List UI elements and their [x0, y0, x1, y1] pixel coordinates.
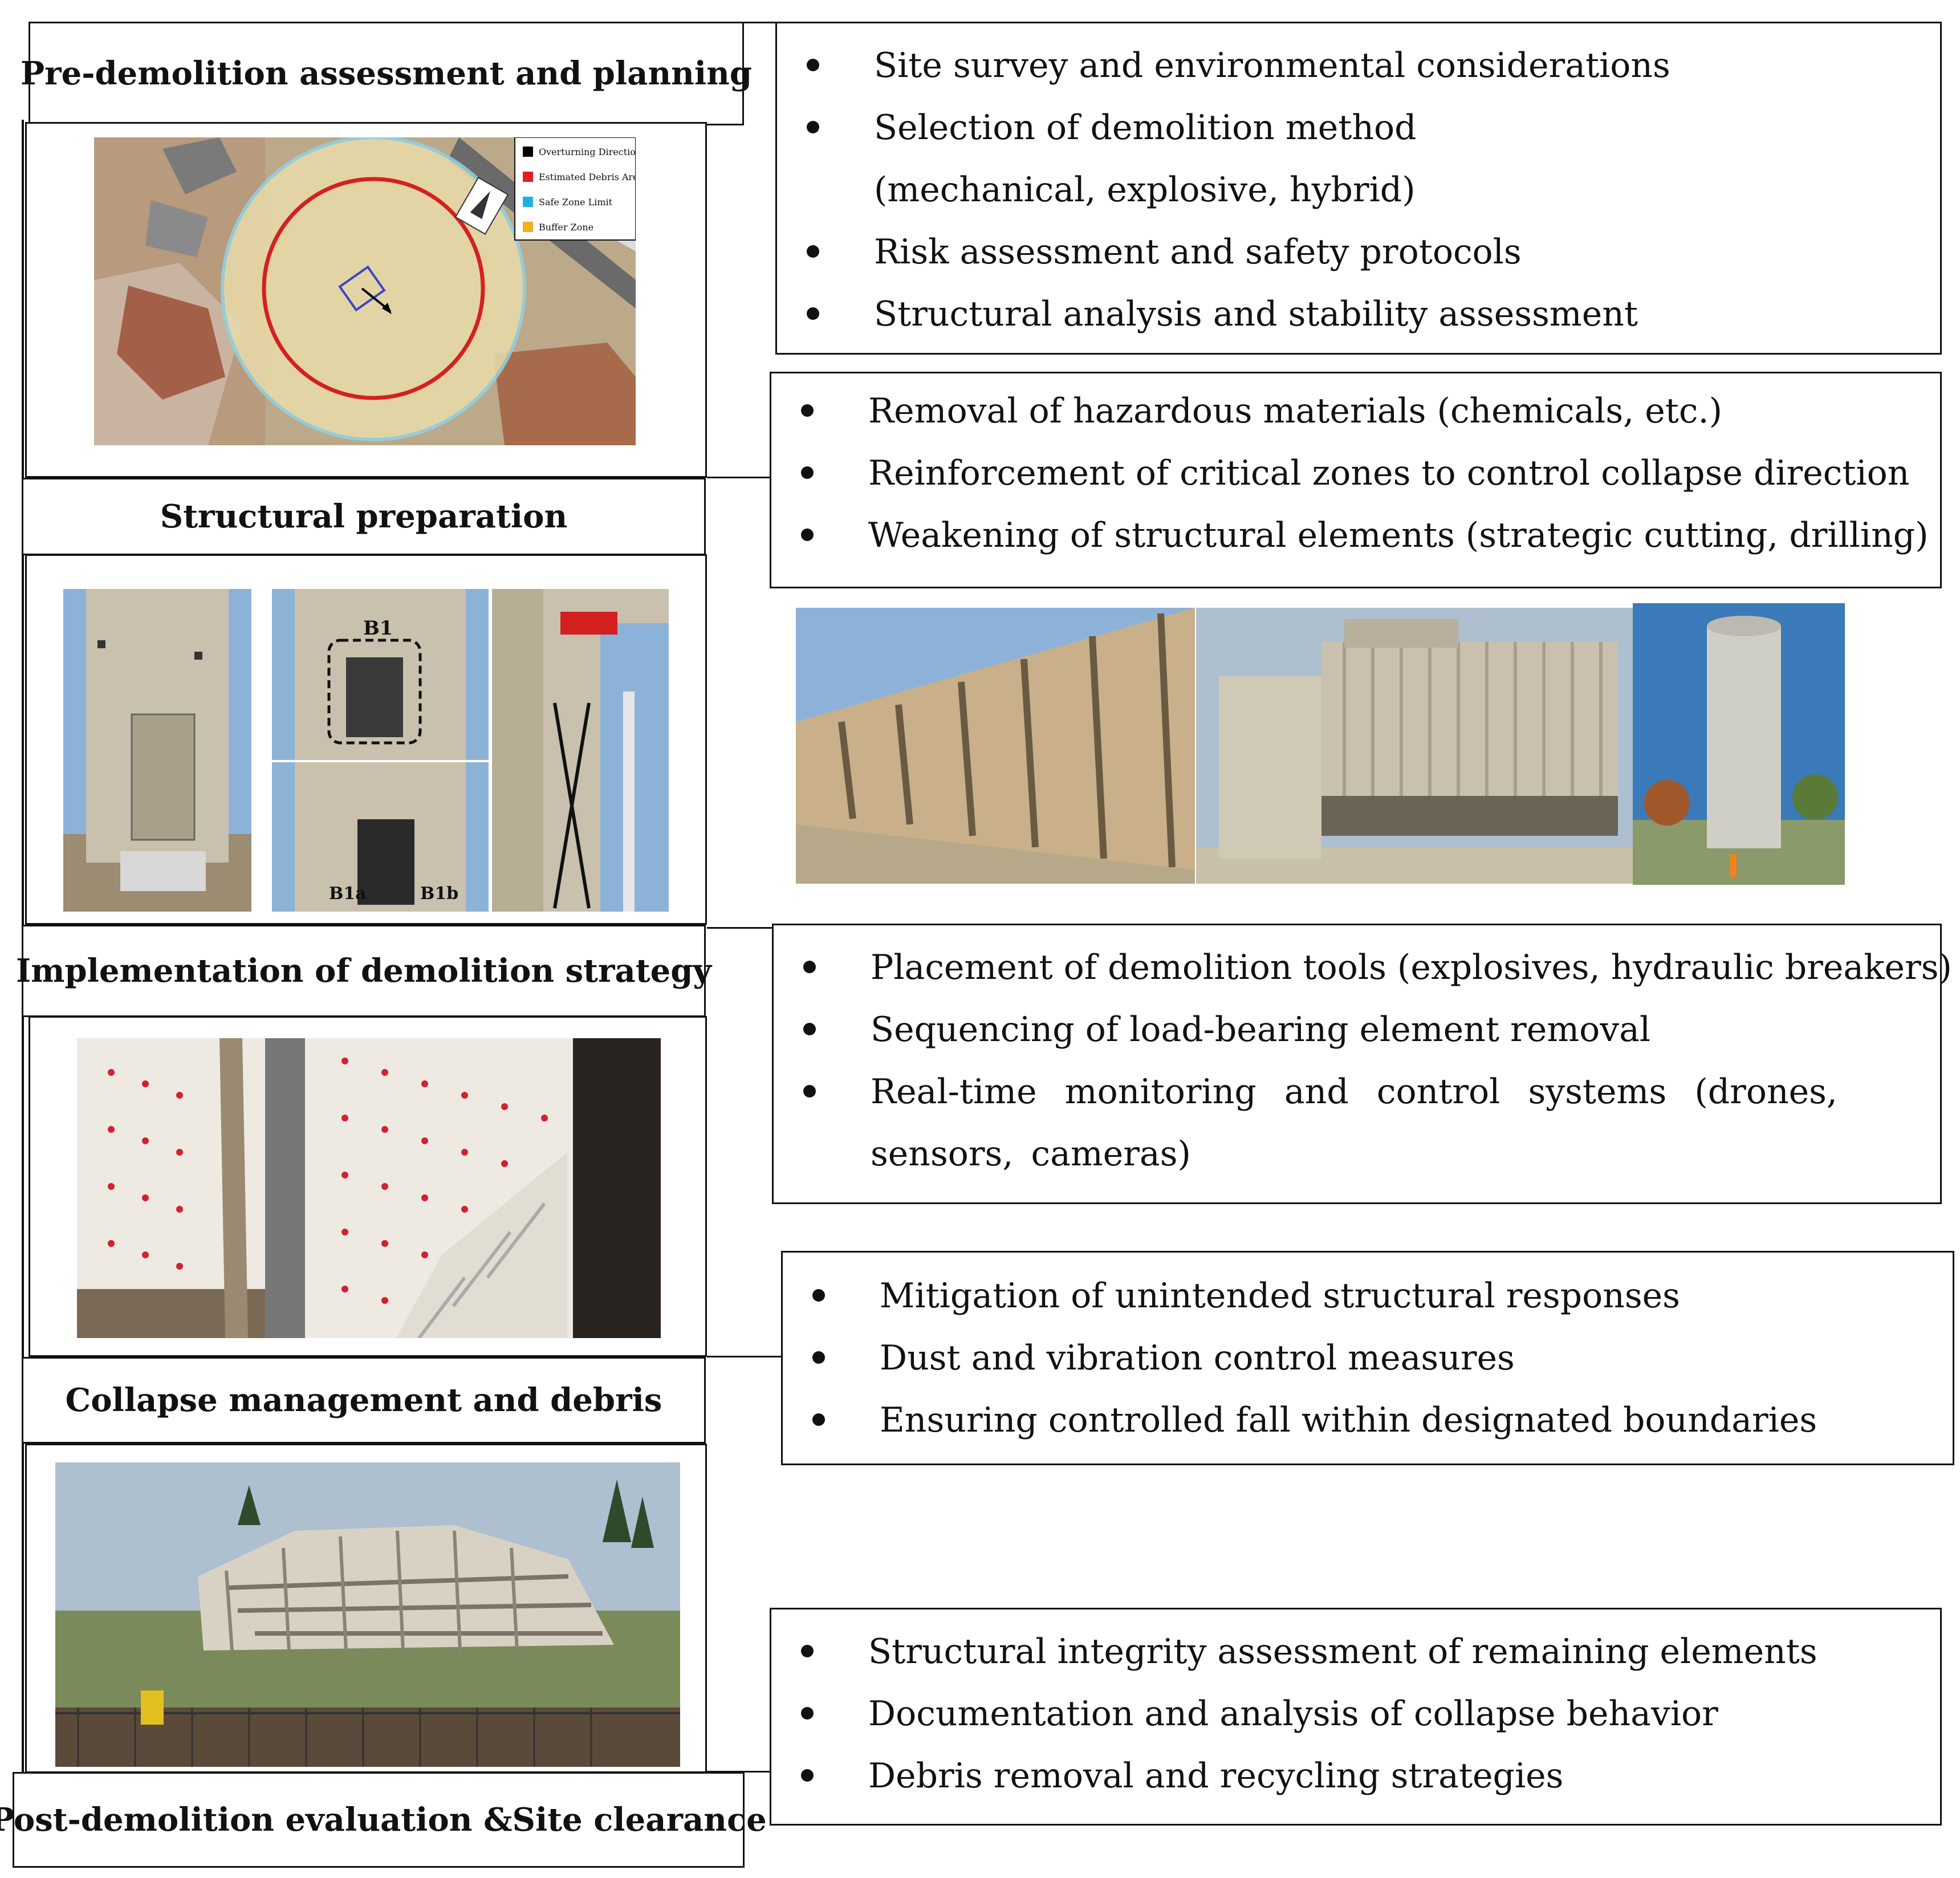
legend-safe-zone: Safe Zone Limit [539, 197, 613, 208]
preparation-photos-panel: B1 B1a B1b [25, 554, 707, 925]
bullet-item: Placement of demolition tools (explosive… [774, 937, 1940, 999]
connector-line [707, 477, 771, 478]
bullet-item: Mitigation of unintended structural resp… [783, 1265, 1953, 1327]
bullet-item: Selection of demolition method [777, 97, 1940, 159]
scaffold-photo [492, 589, 669, 912]
tower-photo-b1a-b1b: B1a B1b [272, 762, 489, 912]
tower-photo-1 [63, 589, 251, 912]
stage-title-implementation: Implementation of demolition strategy [22, 925, 706, 1017]
stage-title-structural-preparation: Structural preparation [22, 478, 706, 555]
stage-5-bullet-box: Structural integrity assessment of remai… [770, 1608, 1942, 1826]
implementation-photo-panel [29, 1016, 707, 1357]
bullet-item: Dust and vibration control measures [783, 1327, 1953, 1389]
bullet-item: Structural analysis and stability assess… [777, 283, 1940, 345]
bullet-item: Structural integrity assessment of remai… [771, 1621, 1940, 1683]
bullet-item-continuation: (mechanical, explosive, hybrid) [777, 159, 1940, 221]
bullet-item: Ensuring controlled fall within designat… [783, 1389, 1953, 1452]
legend-debris-area: Estimated Debris Area [539, 172, 636, 182]
stage-title-post-demolition: Post-demolition evaluation &Site clearan… [13, 1772, 745, 1868]
bullet-item: Weakening of structural elements (strate… [771, 505, 1940, 567]
stage-3-bullet-box: Placement of demolition tools (explosive… [772, 924, 1942, 1204]
connector-line [744, 22, 778, 23]
stage-1-bullet-box: Site survey and environmental considerat… [775, 22, 1942, 355]
bullet-item: Removal of hazardous materials (chemical… [771, 380, 1940, 442]
bullet-item: Reinforcement of critical zones to contr… [771, 442, 1940, 505]
legend-overturning: Overturning Direction [539, 147, 636, 157]
drilled-wall-photo [77, 1038, 661, 1338]
connector-line [707, 1356, 782, 1357]
label-b1a: B1a [329, 884, 367, 904]
label-b1: B1 [363, 617, 393, 640]
silo-hollow-photo [796, 608, 1195, 884]
bullet-item: Documentation and analysis of collapse b… [771, 1683, 1940, 1745]
bullet-item: Debris removal and recycling strategies [771, 1745, 1940, 1807]
connector-line [707, 927, 773, 929]
legend-buffer-zone: Buffer Zone [539, 222, 593, 233]
bullet-item: Site survey and environmental considerat… [777, 35, 1940, 97]
site-map-image: Overturning Direction Estimated Debris A… [94, 137, 636, 445]
collapse-photo-panel [25, 1444, 707, 1773]
silo-complex-photo [1196, 608, 1633, 884]
stage-2-bullet-box: Removal of hazardous materials (chemical… [770, 372, 1942, 588]
silo-photo-strip [796, 603, 1845, 885]
label-b1b: B1b [420, 884, 458, 904]
stage-title-pre-demolition: Pre-demolition assessment and planning [29, 22, 744, 125]
bullet-item: Risk assessment and safety protocols [777, 221, 1940, 283]
bullet-item: Real-time monitoring and control systems… [774, 1061, 1837, 1185]
collapsed-building-photo [55, 1462, 680, 1767]
tower-standing-photo [1633, 603, 1845, 885]
bullet-item: Sequencing of load-bearing element remov… [774, 999, 1940, 1061]
connector-line [707, 1771, 771, 1773]
stage-4-bullet-box: Mitigation of unintended structural resp… [781, 1251, 1954, 1465]
tower-photo-b1: B1 [272, 589, 489, 760]
stage-title-collapse-management: Collapse management and debris [22, 1357, 706, 1444]
site-map-panel: Overturning Direction Estimated Debris A… [25, 122, 707, 478]
